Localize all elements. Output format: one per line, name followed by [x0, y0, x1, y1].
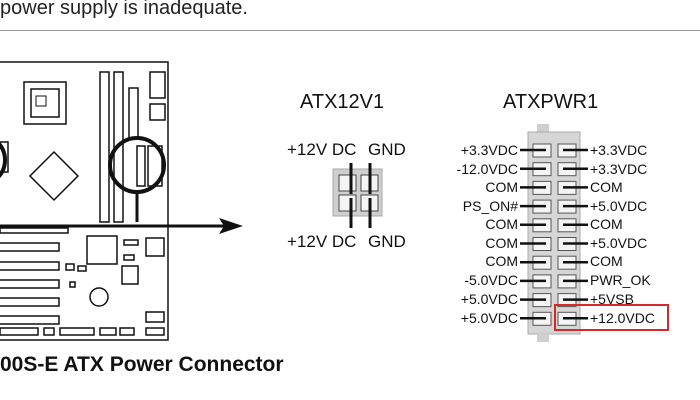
atxpwr1-title: ATXPWR1	[503, 91, 599, 113]
right-pin-label: COM	[590, 216, 623, 232]
right-pin-label: COM	[590, 253, 623, 269]
pointer-arrow-head	[219, 218, 243, 234]
atx12v-label-12v-top: +12V DC	[287, 140, 357, 159]
left-pin-label: COM	[485, 235, 518, 251]
atx12v1-title: ATX12V1	[300, 91, 385, 113]
intro-text: power supply is inadequate.	[0, 0, 248, 19]
right-pin-label: +5.0VDC	[590, 235, 648, 251]
atx12v-connector	[332, 163, 383, 228]
atx12v-connector-callout	[0, 141, 7, 179]
left-pin-label: -5.0VDC	[464, 272, 518, 288]
left-pin-label: COM	[485, 253, 518, 269]
left-pin-label: PS_ON#	[462, 198, 518, 214]
right-pin-label: +5.0VDC	[590, 198, 648, 214]
left-pin-label: +5.0VDC	[460, 310, 518, 326]
right-pin-label: +3.3VDC	[590, 142, 648, 158]
highlighted-pin-box	[554, 304, 669, 331]
top-divider	[0, 30, 700, 31]
figure-caption: 00S-E ATX Power Connector	[0, 353, 284, 376]
atx12v-label-gnd-bottom: GND	[368, 232, 406, 251]
atxpwr-connector	[520, 124, 588, 342]
right-pin-label: COM	[590, 179, 623, 195]
left-pin-label: COM	[485, 179, 518, 195]
motherboard-board	[0, 61, 169, 341]
atx12v-label-gnd-top: GND	[368, 140, 406, 159]
right-pin-label: +12.0VDC	[590, 310, 655, 326]
right-pin-label: +3.3VDC	[590, 161, 648, 177]
left-pin-label: -12.0VDC	[456, 161, 518, 177]
left-pin-label: +3.3VDC	[460, 142, 518, 158]
left-pin-label: COM	[485, 216, 518, 232]
atx12v-label-12v-bottom: +12V DC	[287, 232, 357, 251]
right-pin-label: PWR_OK	[590, 272, 651, 288]
right-pin-label: +5VSB	[590, 291, 634, 307]
left-pin-label: +5.0VDC	[460, 291, 518, 307]
